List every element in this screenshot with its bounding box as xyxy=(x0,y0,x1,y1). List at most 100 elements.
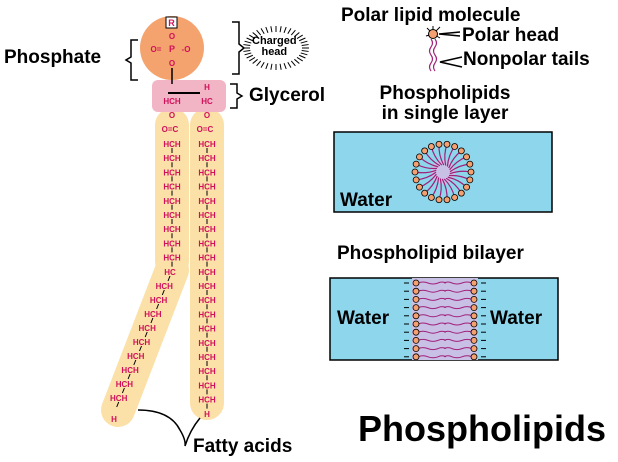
bilayer-head-left xyxy=(412,345,420,353)
carbon-unit: HCH xyxy=(163,211,181,220)
bilayer-head-left xyxy=(412,328,420,336)
nonpolar-tails-label: Nonpolar tails xyxy=(463,49,590,70)
burst-ray xyxy=(294,58,300,64)
carbon-unit: HCH xyxy=(163,183,181,192)
carbon-unit: HCH xyxy=(163,197,181,206)
glycerol-band xyxy=(152,80,226,112)
burst-ray xyxy=(296,34,303,40)
carbon-unit: HCH xyxy=(198,282,216,291)
glycerol-hch-1: HCH xyxy=(163,97,181,106)
burst-ray xyxy=(246,37,254,42)
carbon-unit: HCH xyxy=(139,324,157,333)
burst-ray xyxy=(301,44,309,46)
carbon-unit: HCH xyxy=(198,396,216,405)
burst-ray xyxy=(243,50,251,52)
phosphate-bracket xyxy=(124,39,138,81)
burst-ray xyxy=(244,40,252,44)
micelle-water-label: Water xyxy=(340,190,393,211)
bilayer-membrane xyxy=(412,278,478,360)
glycerol-bracket xyxy=(230,83,244,109)
burst-ray xyxy=(246,54,254,59)
burst-ray xyxy=(244,52,252,56)
bilayer-tail-left xyxy=(417,306,447,310)
micelle-head xyxy=(466,176,474,184)
burst-ray xyxy=(294,32,300,38)
carbon-unit: HCH xyxy=(163,154,181,163)
burst-ray xyxy=(256,29,262,36)
micelle-head xyxy=(416,153,423,161)
bilayer-head-right xyxy=(470,279,478,287)
carbon-unit: HCH xyxy=(198,254,216,263)
burst-ray xyxy=(265,63,269,70)
charged-head-label: Charged head xyxy=(252,35,297,58)
micelle-head xyxy=(443,196,451,204)
carbon-unit: HCH xyxy=(198,381,216,390)
bilayer-head-left xyxy=(412,336,420,344)
carbon-unit: HCH xyxy=(198,325,216,334)
polar-head-pointer xyxy=(438,31,461,37)
burst-ray xyxy=(300,52,308,56)
glycerol-oxygen-left: O xyxy=(169,111,175,120)
micelle xyxy=(411,140,475,204)
bilayer-tail-right xyxy=(443,330,473,334)
burst-ray xyxy=(290,60,296,67)
bilayer-head-right xyxy=(470,328,478,336)
bilayer-head-right xyxy=(470,287,478,295)
burst-ray xyxy=(290,29,296,36)
bilayer-head-left xyxy=(412,279,420,287)
burst-ray xyxy=(270,63,273,70)
bilayer-tail-left xyxy=(417,347,447,351)
carbon-unit: HCH xyxy=(156,282,174,291)
micelle-head xyxy=(421,147,429,155)
carbon-unit: HCH xyxy=(198,168,216,177)
carbon-unit: HCH xyxy=(198,353,216,362)
carbon-unit: HCH xyxy=(198,367,216,376)
carbon-unit: HCH xyxy=(198,310,216,319)
micelle-head xyxy=(421,189,429,197)
burst-ray xyxy=(279,63,282,70)
bilayer-title: Phospholipid bilayer xyxy=(337,243,524,264)
bilayer-tail-right xyxy=(443,338,473,342)
carbon-unit: HCH xyxy=(121,366,139,375)
charged-head-circle xyxy=(140,16,204,80)
bilayer-tail-left xyxy=(417,330,447,334)
bilayer-tail-right xyxy=(443,314,473,318)
ester-left: O=C xyxy=(162,125,179,134)
r-group-box xyxy=(165,16,178,29)
carbon-unit: HCH xyxy=(198,239,216,248)
burst-ray xyxy=(301,50,309,52)
bilayer-head-left xyxy=(412,287,420,295)
micelle-head xyxy=(427,194,435,201)
carbon-unit: HC xyxy=(164,268,176,277)
chain-right: HCH HCH HCH HCH HCH HCH HCH HCH HCH HCH HCH HCH HCH H… xyxy=(198,140,216,419)
glycerol-oxygen-right: O xyxy=(204,111,210,120)
bilayer-tail-left xyxy=(417,314,447,318)
carbon-unit: HCH xyxy=(110,394,128,403)
glycerol-h: H xyxy=(204,83,210,92)
head-oxygen-bottom: O xyxy=(169,59,175,68)
carbon-unit: HCH xyxy=(198,140,216,149)
nonpolar-tails-pointer xyxy=(439,56,463,68)
carbon-unit: HCH xyxy=(163,225,181,234)
carbon-unit: HCH xyxy=(198,197,216,206)
chain-end-h: H xyxy=(204,410,210,419)
bilayer-head-left xyxy=(412,304,420,312)
micelle-head xyxy=(457,147,465,155)
burst-ray xyxy=(279,26,282,33)
bilayer-head-left xyxy=(412,295,420,303)
burst-ray xyxy=(287,62,292,68)
carbon-unit: HCH xyxy=(133,338,151,347)
bilayer-tail-right xyxy=(443,347,473,351)
micelle-head xyxy=(435,140,443,148)
burst-ray xyxy=(270,26,273,33)
burst-ray xyxy=(300,40,308,44)
bilayer-head-left xyxy=(412,320,420,328)
micelle-head xyxy=(416,183,423,191)
micelle-head xyxy=(467,168,475,176)
carbon-unit: HCH xyxy=(198,225,216,234)
carbon-unit: HCH xyxy=(144,310,162,319)
bilayer-tail-right xyxy=(443,281,473,285)
r-group: R xyxy=(168,18,175,28)
bilayer-head-right xyxy=(470,320,478,328)
